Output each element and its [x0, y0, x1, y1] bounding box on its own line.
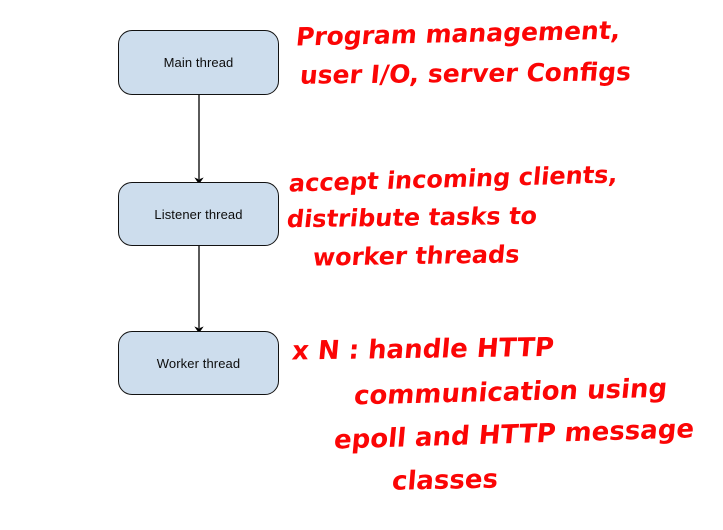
annotation-listener-thread: accept incoming clients, distribute task… [285, 160, 619, 274]
annotation-main-thread-line-1: Program management, [294, 15, 622, 52]
node-listener-thread[interactable]: Listener thread [118, 182, 279, 246]
node-main-thread-label: Main thread [163, 55, 234, 70]
annotation-main-thread-line-2: user I/O, server Configs [298, 57, 633, 90]
annotation-worker-thread: x N : handle HTTP communication using ep… [290, 328, 696, 500]
node-listener-thread-label: Listener thread [154, 206, 243, 222]
node-main-thread[interactable]: Main thread [118, 30, 279, 95]
annotation-main-thread: Program management, user I/O, server Con… [295, 14, 633, 94]
annotation-listener-thread-line-3: worker threads [311, 240, 521, 272]
annotation-listener-thread-line-2: distribute tasks to [285, 201, 539, 234]
node-worker-thread[interactable]: Worker thread [118, 331, 279, 395]
node-worker-thread-label: Worker thread [156, 355, 241, 371]
annotation-worker-thread-line-1: x N : handle HTTP [290, 332, 556, 367]
annotation-worker-thread-line-4: classes [390, 464, 500, 497]
